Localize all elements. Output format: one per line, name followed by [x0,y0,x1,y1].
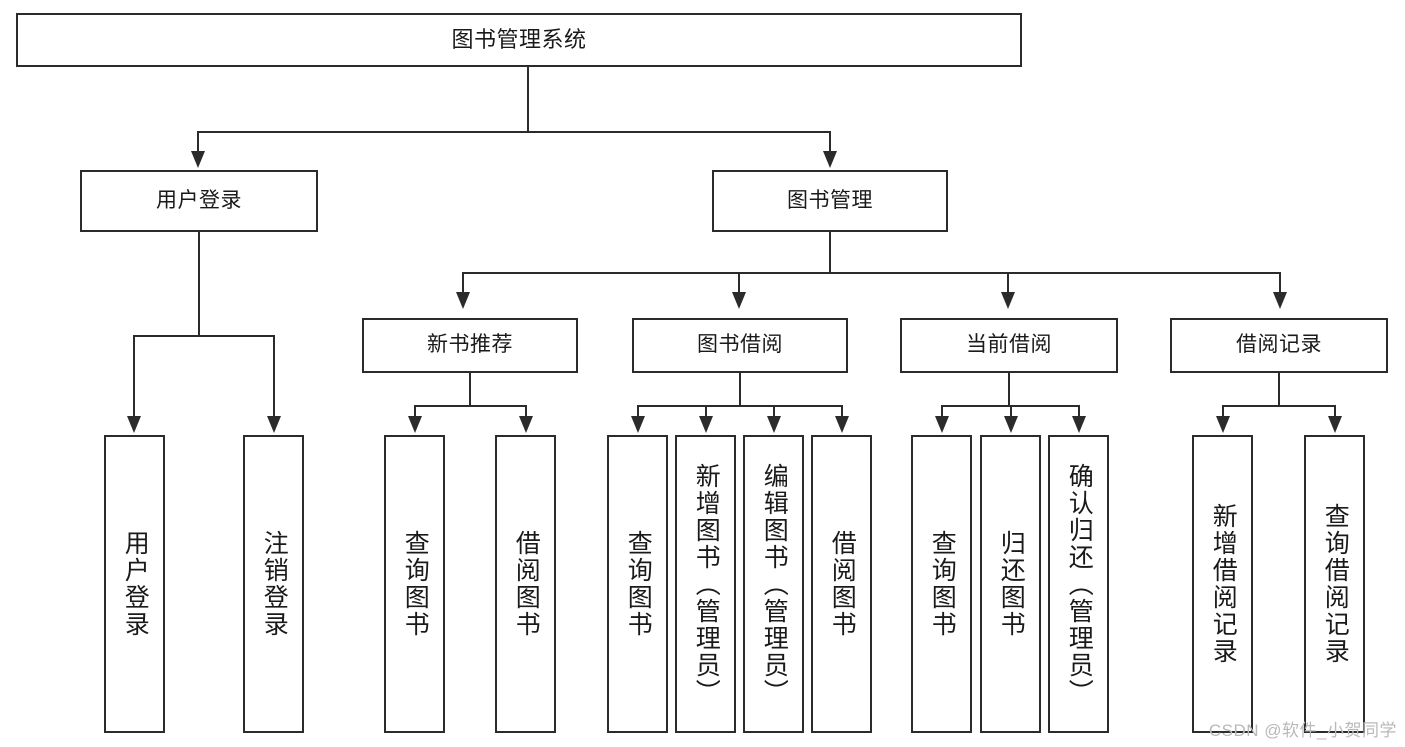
connector-root-stem [527,67,529,131]
node-label: 图书管理 [787,188,873,212]
leaf-new-book-query[interactable]: 查询图书 [384,435,445,733]
node-label: 借阅图书 [828,530,857,638]
connector-userlogin-drop-2 [273,335,275,417]
node-label: 确认归还（管理员） [1065,462,1094,706]
node-book-management[interactable]: 图书管理 [712,170,948,232]
node-label: 用户登录 [156,188,242,212]
watermark: CSDN @软件_小贺同学 [1208,721,1397,740]
node-current-borrow[interactable]: 当前借阅 [900,318,1118,373]
node-label: 注销登录 [260,530,289,638]
connector-borrowrecord-stem [1278,373,1280,406]
leaf-book-borrow-edit[interactable]: 编辑图书（管理员） [743,435,804,733]
node-borrow-record[interactable]: 借阅记录 [1170,318,1388,373]
leaf-current-borrow-query[interactable]: 查询图书 [911,435,972,733]
node-label: 新书推荐 [427,333,513,357]
node-user-login[interactable]: 用户登录 [80,170,318,232]
connector-bookmgmt-bus [462,272,1279,274]
arrow-down-icon [1072,416,1086,433]
node-root[interactable]: 图书管理系统 [16,13,1022,67]
node-new-book-recommend[interactable]: 新书推荐 [362,318,578,373]
connector-currentborrow-drop-3 [1078,405,1080,417]
node-label: 借阅记录 [1236,333,1322,357]
node-label: 当前借阅 [966,333,1052,357]
connector-borrowrecord-drop-1 [1222,405,1224,417]
leaf-book-borrow-query[interactable]: 查询图书 [607,435,668,733]
arrow-down-icon [519,416,533,433]
connector-borrowrecord-bus [1222,405,1335,407]
connector-bookmgmt-drop-2 [738,272,740,294]
node-label: 查询图书 [624,530,653,638]
connector-newbook-bus [414,405,526,407]
connector-currentborrow-stem [1008,373,1010,406]
node-book-borrow[interactable]: 图书借阅 [632,318,848,373]
connector-bookmgmt-drop-4 [1279,272,1281,294]
node-label: 图书管理系统 [451,27,587,53]
arrow-down-icon [699,416,713,433]
connector-userlogin-bus [133,335,275,337]
arrow-down-icon [631,416,645,433]
node-label: 查询借阅记录 [1321,503,1350,665]
leaf-book-borrow-add[interactable]: 新增图书（管理员） [675,435,736,733]
node-label: 归还图书 [997,530,1026,638]
connector-newbook-drop-2 [525,405,527,417]
connector-root-drop-1 [197,131,199,153]
arrow-down-icon [267,416,281,433]
leaf-borrow-record-query[interactable]: 查询借阅记录 [1304,435,1365,733]
connector-bookborrow-bus [637,405,842,407]
arrow-down-icon [191,151,205,168]
connector-currentborrow-drop-2 [1010,405,1012,417]
arrow-down-icon [408,416,422,433]
leaf-current-borrow-return[interactable]: 归还图书 [980,435,1041,733]
connector-bookborrow-drop-4 [841,405,843,417]
arrow-down-icon [1273,292,1287,309]
node-label: 查询图书 [928,530,957,638]
arrow-down-icon [456,292,470,309]
node-label: 查询图书 [401,530,430,638]
connector-bookborrow-drop-2 [705,405,707,417]
connector-bookborrow-stem [739,373,741,406]
node-label: 图书借阅 [697,333,783,357]
node-label: 新增借阅记录 [1209,503,1238,665]
connector-bookmgmt-stem [829,232,831,274]
leaf-user-login-logout[interactable]: 注销登录 [243,435,304,733]
arrow-down-icon [732,292,746,309]
connector-root-bus [197,131,829,133]
leaf-user-login-login[interactable]: 用户登录 [104,435,165,733]
arrow-down-icon [823,151,837,168]
connector-bookborrow-drop-1 [637,405,639,417]
connector-userlogin-stem [198,232,200,336]
connector-newbook-stem [469,373,471,406]
node-label: 用户登录 [121,530,150,638]
arrow-down-icon [1216,416,1230,433]
connector-currentborrow-drop-1 [941,405,943,417]
arrow-down-icon [1328,416,1342,433]
arrow-down-icon [935,416,949,433]
arrow-down-icon [835,416,849,433]
connector-userlogin-drop-1 [133,335,135,417]
arrow-down-icon [1004,416,1018,433]
leaf-book-borrow-borrow[interactable]: 借阅图书 [811,435,872,733]
node-label: 借阅图书 [512,530,541,638]
arrow-down-icon [767,416,781,433]
leaf-borrow-record-add[interactable]: 新增借阅记录 [1192,435,1253,733]
connector-newbook-drop-1 [414,405,416,417]
connector-bookmgmt-drop-1 [462,272,464,294]
arrow-down-icon [127,416,141,433]
connector-bookmgmt-drop-3 [1007,272,1009,294]
leaf-current-borrow-confirm-return[interactable]: 确认归还（管理员） [1048,435,1109,733]
arrow-down-icon [1001,292,1015,309]
leaf-new-book-borrow[interactable]: 借阅图书 [495,435,556,733]
connector-borrowrecord-drop-2 [1334,405,1336,417]
node-label: 新增图书（管理员） [692,462,721,706]
connector-root-drop-2 [829,131,831,153]
node-label: 编辑图书（管理员） [760,462,789,706]
connector-bookborrow-drop-3 [773,405,775,417]
